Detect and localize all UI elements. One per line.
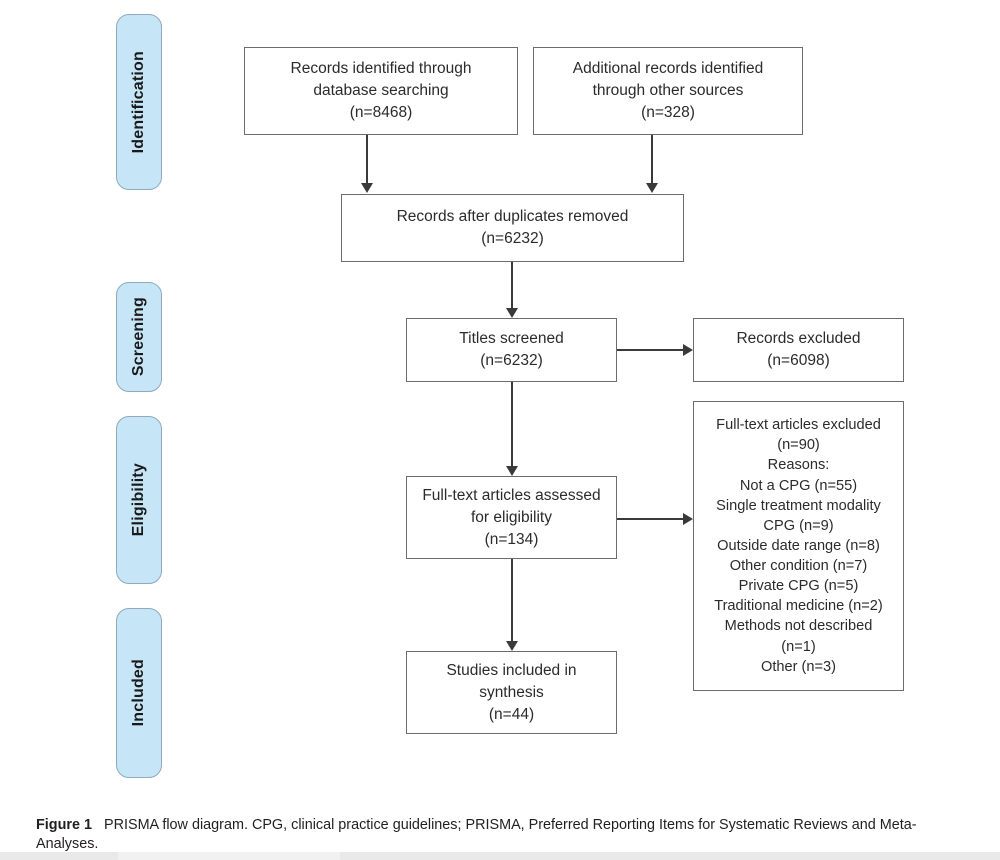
footer-band-segment-left [0, 852, 118, 860]
stage-label-eligibility-text: Eligibility [130, 463, 147, 537]
stage-label-included-text: Included [130, 659, 147, 727]
stage-label-identification-text: Identification [130, 50, 147, 154]
box-fulltext-articles-assessed-text: Full-text articles assessed for eligibil… [422, 486, 601, 548]
box-additional-records-other-sources-text: Additional records identified through ot… [572, 60, 764, 121]
arrowhead-other-sources-to-duplicates [646, 183, 658, 193]
box-additional-records-other-sources: Additional records identified through ot… [533, 47, 803, 135]
connector-fulltext-to-excluded [617, 518, 685, 520]
arrowhead-fulltext-to-excluded [683, 513, 693, 525]
stage-label-screening: Screening [116, 282, 162, 392]
box-fulltext-articles-excluded-text: Full-text articles excluded (n=90) Reaso… [714, 417, 883, 675]
box-records-after-duplicates-removed: Records after duplicates removed (n=6232… [341, 194, 684, 262]
footer-band-segment-right [340, 852, 1000, 860]
arrowhead-database-to-duplicates [361, 183, 373, 193]
stage-label-identification: Identification [116, 14, 162, 190]
arrowhead-titles-to-fulltext [506, 466, 518, 476]
connector-titles-to-fulltext [511, 382, 513, 468]
footer-band [0, 852, 1000, 860]
box-records-identified-database: Records identified through database sear… [244, 47, 518, 135]
stage-label-screening-text: Screening [130, 297, 147, 377]
box-studies-included-in-synthesis-text: Studies included in synthesis (n=44) [446, 661, 577, 723]
figure-caption-text: PRISMA flow diagram. CPG, clinical pract… [36, 817, 917, 853]
box-records-excluded: Records excluded (n=6098) [693, 318, 904, 382]
arrowhead-titles-to-records-excluded [683, 344, 693, 356]
arrowhead-fulltext-to-studies-included [506, 641, 518, 651]
box-records-excluded-text: Records excluded (n=6098) [736, 330, 861, 369]
box-titles-screened: Titles screened (n=6232) [406, 318, 617, 382]
box-records-after-duplicates-removed-text: Records after duplicates removed (n=6232… [396, 208, 629, 247]
box-studies-included-in-synthesis: Studies included in synthesis (n=44) [406, 651, 617, 734]
box-titles-screened-text: Titles screened (n=6232) [459, 330, 564, 369]
stage-label-included: Included [116, 608, 162, 778]
connector-database-to-duplicates [366, 135, 368, 185]
box-records-identified-database-text: Records identified through database sear… [290, 60, 472, 121]
figure-caption-label: Figure 1 [36, 817, 92, 833]
connector-titles-to-records-excluded [617, 349, 685, 351]
connector-fulltext-to-studies-included [511, 559, 513, 643]
stage-label-eligibility: Eligibility [116, 416, 162, 584]
box-fulltext-articles-excluded: Full-text articles excluded (n=90) Reaso… [693, 401, 904, 691]
box-fulltext-articles-assessed: Full-text articles assessed for eligibil… [406, 476, 617, 559]
connector-duplicates-to-titles [511, 262, 513, 310]
arrowhead-duplicates-to-titles [506, 308, 518, 318]
connector-other-sources-to-duplicates [651, 135, 653, 185]
